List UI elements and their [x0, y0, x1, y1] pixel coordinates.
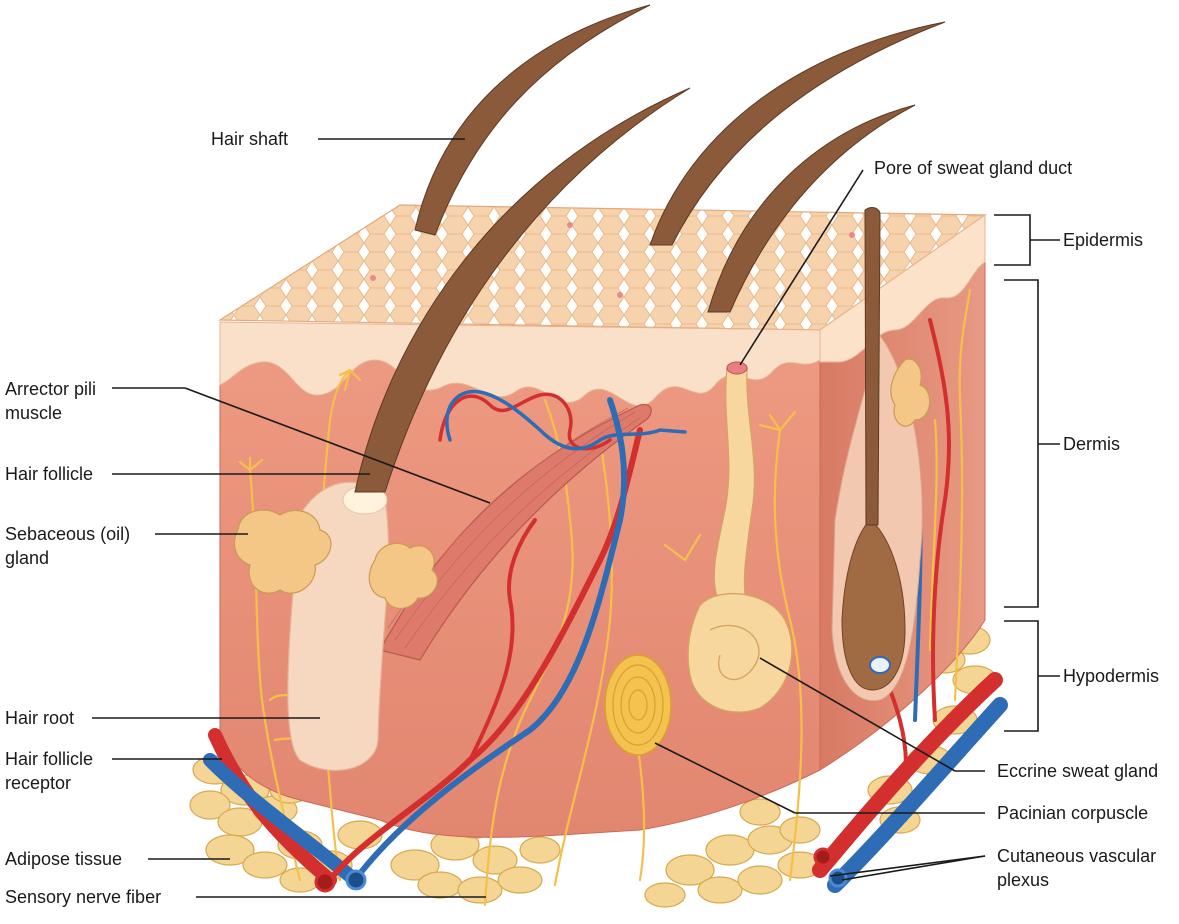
- label-sensory-nerve: Sensory nerve fiber: [5, 887, 161, 907]
- surface-pores: [370, 222, 855, 298]
- label-arrector-pili-line2: muscle: [5, 403, 62, 423]
- label-vascular-line2: plexus: [997, 870, 1049, 890]
- label-hair-follicle: Hair follicle: [5, 464, 93, 484]
- epidermis-side-layer: [819, 214, 986, 363]
- sweat-pore: [726, 361, 748, 375]
- artery-end-right: [813, 847, 833, 867]
- sebaceous-gland: [233, 509, 438, 610]
- blood-vessels: [203, 318, 1008, 893]
- label-eccrine: Eccrine sweat gland: [997, 761, 1158, 781]
- label-dermis: Dermis: [1063, 434, 1120, 454]
- label-vascular-line1: Cutaneous vascular: [997, 846, 1156, 866]
- label-hypodermis: Hypodermis: [1063, 666, 1159, 686]
- label-receptor-line1: Hair follicle: [5, 749, 93, 769]
- eccrine-sweat-gland-coil: [687, 592, 793, 713]
- vein-end: [345, 869, 367, 891]
- label-epidermis: Epidermis: [1063, 230, 1143, 250]
- pacinian-corpuscle: [604, 654, 672, 756]
- hair-follicle-side: [831, 207, 931, 702]
- hair-shafts: [354, 4, 946, 493]
- coil-lumen: [709, 624, 760, 681]
- label-receptor-line2: receptor: [5, 773, 71, 793]
- leader-lines: [92, 138, 1060, 898]
- label-sebaceous-line1: Sebaceous (oil): [5, 524, 130, 544]
- vein-end-right: [828, 868, 848, 888]
- label-hair-shaft: Hair shaft: [211, 129, 288, 149]
- artery-end: [314, 871, 336, 893]
- label-sebaceous-line2: gland: [5, 548, 49, 568]
- label-pore: Pore of sweat gland duct: [874, 158, 1072, 178]
- label-adipose: Adipose tissue: [5, 849, 122, 869]
- label-hair-root: Hair root: [5, 708, 74, 728]
- label-arrector-pili-line1: Arrector pili: [5, 379, 96, 399]
- label-pacinian: Pacinian corpuscle: [997, 803, 1148, 823]
